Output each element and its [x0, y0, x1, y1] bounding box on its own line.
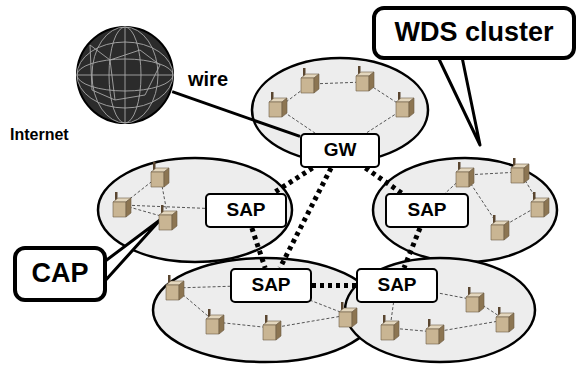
node-label: CAP — [31, 259, 88, 289]
sap-box: SAP — [356, 268, 438, 303]
wireless-link — [312, 283, 356, 288]
cluster-ellipse — [153, 258, 377, 362]
sap-box: SAP — [230, 268, 312, 303]
callout-pointers — [104, 57, 480, 282]
wireless-link — [252, 228, 265, 268]
sap-box: SAP — [205, 193, 287, 228]
wireless-link — [365, 168, 401, 193]
cap-routers — [113, 66, 549, 344]
globe-label: Internet — [10, 126, 69, 144]
sap-box: SAP — [385, 193, 469, 228]
node-label: SAP — [407, 200, 446, 221]
wireless-link — [404, 228, 420, 268]
cluster-ellipse — [252, 58, 428, 162]
globe — [77, 27, 173, 123]
node-label: SAP — [377, 275, 416, 296]
node-label: WDS cluster — [394, 18, 553, 48]
wireless-link — [280, 168, 331, 268]
callout-tail — [438, 57, 480, 145]
callout-box: CAP — [13, 246, 107, 302]
wire-connector — [172, 92, 300, 137]
internet-globe: Internet — [8, 26, 180, 148]
wds-cluster-ellipses — [98, 58, 557, 362]
node-label: SAP — [251, 275, 290, 296]
wireless-link — [273, 168, 312, 193]
gateway-box: GW — [300, 133, 380, 168]
cap-links — [122, 82, 540, 332]
callout-tail — [104, 220, 160, 282]
node-label: GW — [324, 140, 357, 161]
edge-label: wire — [186, 68, 230, 90]
cluster-ellipse — [345, 258, 535, 362]
node-label: SAP — [226, 200, 265, 221]
cluster-ellipse — [373, 158, 557, 262]
callout-box: WDS cluster — [372, 6, 576, 60]
